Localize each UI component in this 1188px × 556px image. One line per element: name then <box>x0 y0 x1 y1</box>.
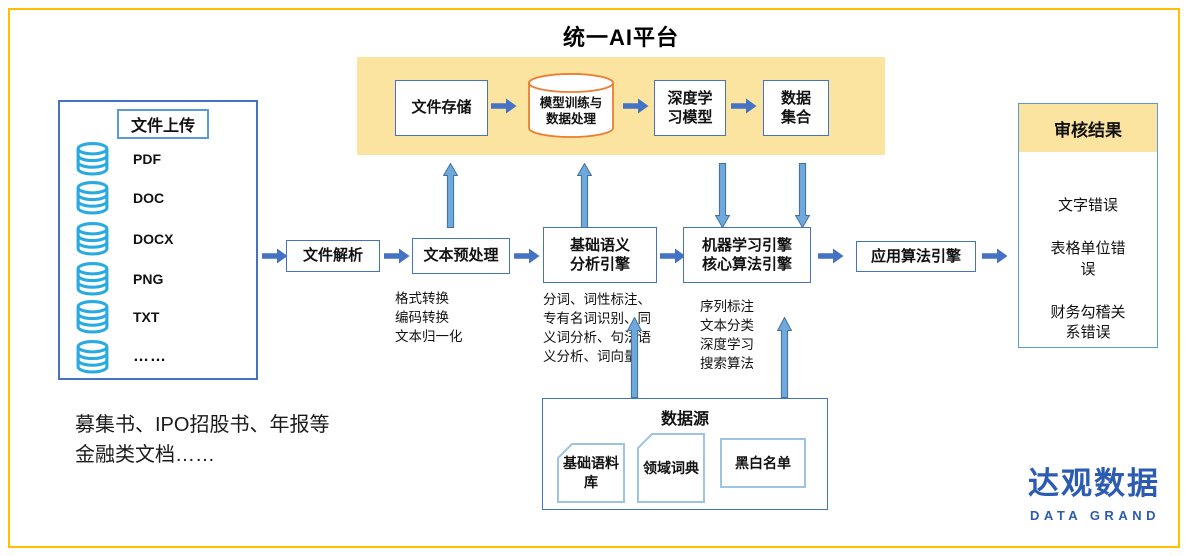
arrow-down-icon <box>714 163 731 233</box>
corpus-card-label: 基础语料库 <box>563 455 619 490</box>
database-cylinder-icon <box>528 73 614 138</box>
arrow-up-icon <box>576 162 593 233</box>
datagrand-logo: 达观数据 DATA GRAND <box>1000 458 1160 523</box>
text-preprocess-node: 文本预处理 <box>412 238 510 274</box>
result-item: 表格单位错误 <box>1050 240 1126 278</box>
arrow-right-icon <box>818 248 844 264</box>
arrow-right-icon <box>491 98 517 114</box>
model-training-cylinder: 模型训练与 数据处理 <box>523 71 619 141</box>
arrow-down-icon <box>794 163 811 233</box>
arrow-up-icon <box>626 316 643 403</box>
upload-item-pdf: PDF <box>74 142 161 176</box>
result-item: 财务勾稽关系错误 <box>1050 303 1126 341</box>
upload-item-doc: DOC <box>74 181 164 215</box>
arrow-right-icon <box>514 248 540 264</box>
ml-engine-node: 机器学习引擎 核心算法引擎 <box>683 227 811 283</box>
database-icon <box>76 222 109 256</box>
folded-card-icon <box>557 443 625 503</box>
review-results-title: 审核结果 <box>1019 104 1157 152</box>
upload-item-docx: DOCX <box>74 222 173 256</box>
arrow-right-icon <box>660 248 686 264</box>
ai-platform-band: 文件存储 模型训练与 数据处理 深度学 习模型 数据 集合 <box>357 57 885 155</box>
database-icon <box>76 142 109 176</box>
result-item: 文字错误 <box>1057 197 1118 214</box>
domain-dict-label: 领域词典 <box>643 459 699 476</box>
arrow-up-icon <box>442 162 459 233</box>
applied-algorithm-node: 应用算法引擎 <box>856 241 976 272</box>
domain-dict-card: 领域词典 <box>637 433 705 503</box>
upload-item-label: PNG <box>133 271 164 287</box>
upload-item-label: DOCX <box>133 231 174 247</box>
logo-en-text: DATA GRAND <box>1030 508 1160 523</box>
review-results-list: 文字错误 表格单位错误 财务勾稽关系错误 <box>1019 152 1157 347</box>
deep-learning-model-node: 深度学 习模型 <box>654 80 726 136</box>
database-icon <box>76 262 109 296</box>
file-storage-node: 文件存储 <box>395 80 488 136</box>
datasource-panel: 数据源 基础语料库 领域词典 黑白名单 <box>542 398 828 510</box>
document-types-caption: 募集书、IPO招股书、年报等 金融类文档…… <box>75 414 330 466</box>
upload-item-label: …… <box>133 348 167 365</box>
preprocess-note: 格式转换 编码转换 文本归一化 <box>395 291 463 345</box>
database-icon <box>76 300 109 334</box>
arrow-up-icon <box>776 316 793 403</box>
data-collection-node: 数据 集合 <box>763 80 829 136</box>
database-icon <box>76 181 109 215</box>
model-training-label: 模型训练与 数据处理 <box>539 96 603 127</box>
arrow-right-icon <box>623 98 649 114</box>
blacklist-box: 黑白名单 <box>720 438 806 488</box>
datasource-title: 数据源 <box>660 411 709 428</box>
arrow-right-icon <box>982 248 1008 264</box>
logo-cn-text: 达观数据 <box>1028 466 1160 501</box>
upload-item-png: PNG <box>74 262 163 296</box>
semantic-engine-node: 基础语义 分析引擎 <box>543 227 657 283</box>
upload-item-more: …… <box>74 340 167 374</box>
database-icon <box>76 340 109 374</box>
diagram-title: 统一AI平台 <box>562 25 679 50</box>
upload-item-label: TXT <box>133 309 160 325</box>
upload-item-txt: TXT <box>74 300 159 334</box>
arrow-right-icon <box>262 248 288 264</box>
upload-item-label: PDF <box>133 151 161 167</box>
folded-card-icon <box>637 433 705 503</box>
semantic-note: 分词、词性标注、专有名词识别、同义词分析、句法语义分析、词向量 <box>543 292 651 365</box>
ml-note: 序列标注 文本分类 深度学习 搜索算法 <box>700 299 754 372</box>
file-upload-title: 文件上传 <box>117 109 209 139</box>
arrow-right-icon <box>731 98 757 114</box>
upload-item-label: DOC <box>133 190 165 206</box>
file-upload-panel: 文件上传 PDF DOC DOCX PNG TXT …… <box>58 100 258 380</box>
arrow-right-icon <box>384 248 410 264</box>
review-results-panel: 审核结果 文字错误 表格单位错误 财务勾稽关系错误 <box>1018 103 1158 348</box>
file-parse-node: 文件解析 <box>286 240 380 272</box>
corpus-card: 基础语料库 <box>557 443 625 503</box>
